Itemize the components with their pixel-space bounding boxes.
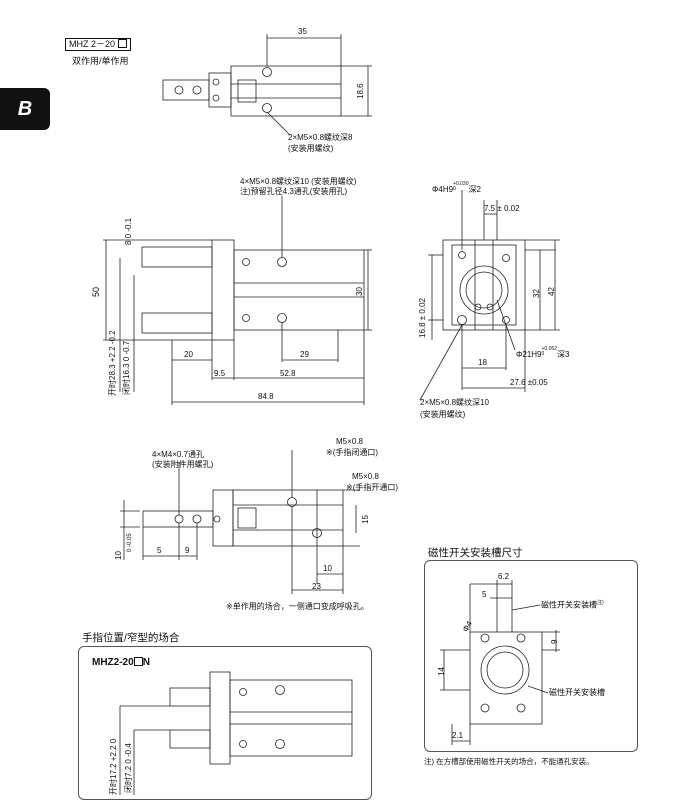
side-hole-top-depth: 深2 <box>468 185 481 194</box>
main-dim-9-5: 9.5 <box>214 369 226 378</box>
narrow-dim-close: 闭时7.2 0 -0.4 <box>124 743 133 793</box>
bottom-dim-10: 10 <box>114 551 123 560</box>
main-dim-top-tol: 8 0 -0.1 <box>124 217 133 245</box>
bottom-port1-line1: M5×0.8 <box>336 437 363 446</box>
top-dim-width: 35 <box>298 27 307 36</box>
side-bore-label: Φ21H9 <box>516 350 542 359</box>
side-note-line1: 2×M5×0.8螺纹深10 <box>420 398 489 407</box>
main-dim-close: 闭时16.3 0 -0.7 <box>122 340 131 395</box>
bottom-footnote: ※单作用的场合，一侧通口变成呼吸孔。 <box>226 602 369 611</box>
side-hole-top-tol-lower: 0 <box>453 186 456 192</box>
bottom-dim-10b: 10 <box>323 564 332 573</box>
side-hole-top-tol-upper: +0.030 <box>453 181 469 187</box>
switch-label-slot-note: 磁性开关安装槽注) <box>541 599 604 610</box>
side-dim-32: 32 <box>532 289 541 298</box>
side-dim-16-8: 16.8 ± 0.02 <box>418 298 427 338</box>
switch-dim-14: 14 <box>437 667 446 676</box>
switch-label-slot-note-text: 磁性开关安装槽 <box>541 600 597 610</box>
switch-footnote: 注) 在方槽部使用磁性开关的场合，不能通孔安装。 <box>424 757 594 766</box>
bottom-dim-10-tol: 0 -0.05 <box>127 533 133 552</box>
main-note-1: 4×M5×0.8螺纹深10 (安装用螺纹) <box>240 177 357 186</box>
side-view-drawing <box>419 190 560 401</box>
switch-label-slot: 磁性开关安装槽 <box>549 688 605 697</box>
top-note-line2: (安装用螺纹) <box>288 144 334 153</box>
main-dim-52-8: 52.8 <box>280 369 296 378</box>
switch-section-frame <box>424 560 638 752</box>
square-symbol-icon <box>133 657 143 666</box>
narrow-section-title: 手指位置/窄型的场合 <box>82 632 180 644</box>
model-label-box: MHZ 2－20 <box>65 38 131 51</box>
top-dim-height: 18.6 <box>356 83 365 99</box>
top-note-line1: 2×M5×0.8螺纹深8 <box>288 133 353 142</box>
switch-dim-5: 5 <box>482 590 487 599</box>
main-dim-84-8: 84.8 <box>258 392 274 401</box>
side-note-line2: (安装用螺纹) <box>420 410 466 419</box>
bottom-note-left-1: 4×M4×0.7通孔 <box>152 450 205 459</box>
main-view-drawing <box>103 196 372 405</box>
narrow-model: MHZ2-20 N <box>92 657 150 669</box>
top-view-drawing <box>162 34 372 136</box>
main-dim-open: 开时28.3 +2.2 -0.2 <box>108 330 117 396</box>
switch-dim-6-2: 6.2 <box>498 572 510 581</box>
bottom-dim-9: 9 <box>185 546 190 555</box>
model-label: MHZ 2－20 <box>69 39 116 49</box>
main-dim-29: 29 <box>300 350 309 359</box>
narrow-section-frame <box>78 646 372 800</box>
bottom-port1-line2: ※(手指闭通口) <box>326 448 379 457</box>
bottom-dim-23: 23 <box>312 582 321 591</box>
narrow-dim-open: 开时17.2 +2.2 0 <box>109 738 118 795</box>
main-dim-right: 30 <box>355 287 364 296</box>
switch-section-title: 磁性开关安装槽尺寸 <box>428 547 523 559</box>
narrow-view-drawing <box>119 671 353 795</box>
bottom-port2-line2: ※(手指开通口) <box>346 483 399 492</box>
side-dim-42: 42 <box>547 287 556 296</box>
bottom-note-left-2: (安装附件用螺孔) <box>152 460 214 469</box>
side-bore-tol-upper: +0.052 <box>541 346 557 352</box>
action-type-subtitle: 双作用/单作用 <box>72 56 129 66</box>
bottom-dim-5: 5 <box>157 546 162 555</box>
section-tab-b: B <box>0 88 50 130</box>
main-dim-20: 20 <box>184 350 193 359</box>
side-bore-tol-lower: 0 <box>541 351 545 357</box>
side-bore-depth: 深3 <box>556 350 570 359</box>
switch-dim-9: 9 <box>550 639 559 644</box>
side-dim-27-6: 27.6 ±0.05 <box>510 378 548 387</box>
switch-label-slot-note-mark: 注) <box>597 600 604 606</box>
side-hole-top-label: Φ4H9 <box>432 185 454 194</box>
narrow-model-suffix: N <box>142 657 150 668</box>
main-note-2: 注)预留孔径4.3通孔(安装用孔) <box>240 187 348 196</box>
side-dim-18: 18 <box>478 358 487 367</box>
bottom-dim-15: 15 <box>361 515 370 524</box>
side-dim-7-5: 7.5 ± 0.02 <box>484 204 520 213</box>
bottom-view-drawing <box>120 450 360 594</box>
bottom-port2-line1: M5×0.8 <box>352 472 379 481</box>
switch-dim-2-1: 2.1 <box>452 731 464 740</box>
square-symbol-icon <box>117 39 127 48</box>
switch-slot-drawing <box>440 580 560 745</box>
narrow-model-prefix: MHZ2-20 <box>92 657 134 668</box>
main-dim-left: 50 <box>91 286 101 297</box>
